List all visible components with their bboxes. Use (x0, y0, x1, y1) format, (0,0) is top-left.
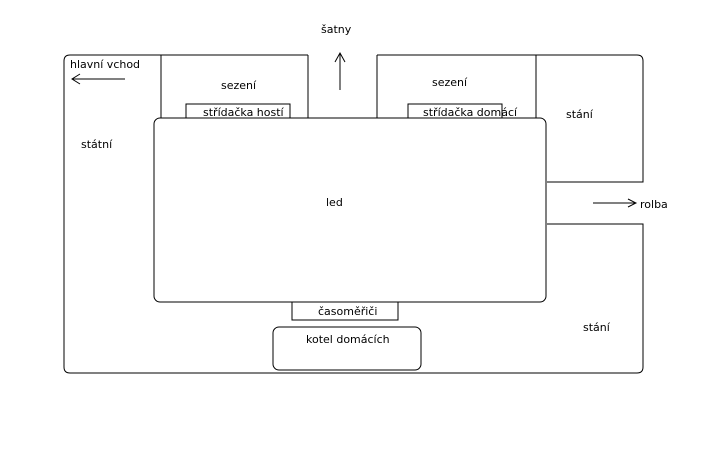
outer-wall-top-right (377, 54, 644, 183)
standing-right-bottom-label: stání (583, 321, 611, 334)
seating-right-block (376, 55, 537, 118)
main-entrance-label: hlavní vchod (70, 58, 140, 71)
home-fans-label: kotel domácích (306, 333, 390, 346)
seating-left-label: sezení (221, 79, 257, 92)
ice-rink (153, 117, 547, 303)
locker-rooms-label: šatny (321, 23, 352, 36)
home-fans-box (272, 326, 422, 371)
seating-right-label: sezení (432, 76, 468, 89)
bench-guests-label: střídačka hostí (203, 106, 285, 119)
bench-home-label: střídačka domácí (423, 106, 518, 119)
arrow-up-icon (334, 51, 346, 90)
seating-left-block (160, 55, 309, 118)
arrow-left-icon (71, 73, 125, 85)
standing-right-top-label: stání (566, 108, 594, 121)
ice-label: led (326, 196, 343, 209)
standing-left-label: státní (81, 138, 113, 151)
arrow-right-icon (593, 198, 638, 208)
resurfacer-label: rolba (640, 198, 668, 211)
timekeepers-label: časoměřiči (318, 305, 377, 318)
outer-wall (63, 54, 644, 374)
timekeepers-box (291, 301, 399, 321)
